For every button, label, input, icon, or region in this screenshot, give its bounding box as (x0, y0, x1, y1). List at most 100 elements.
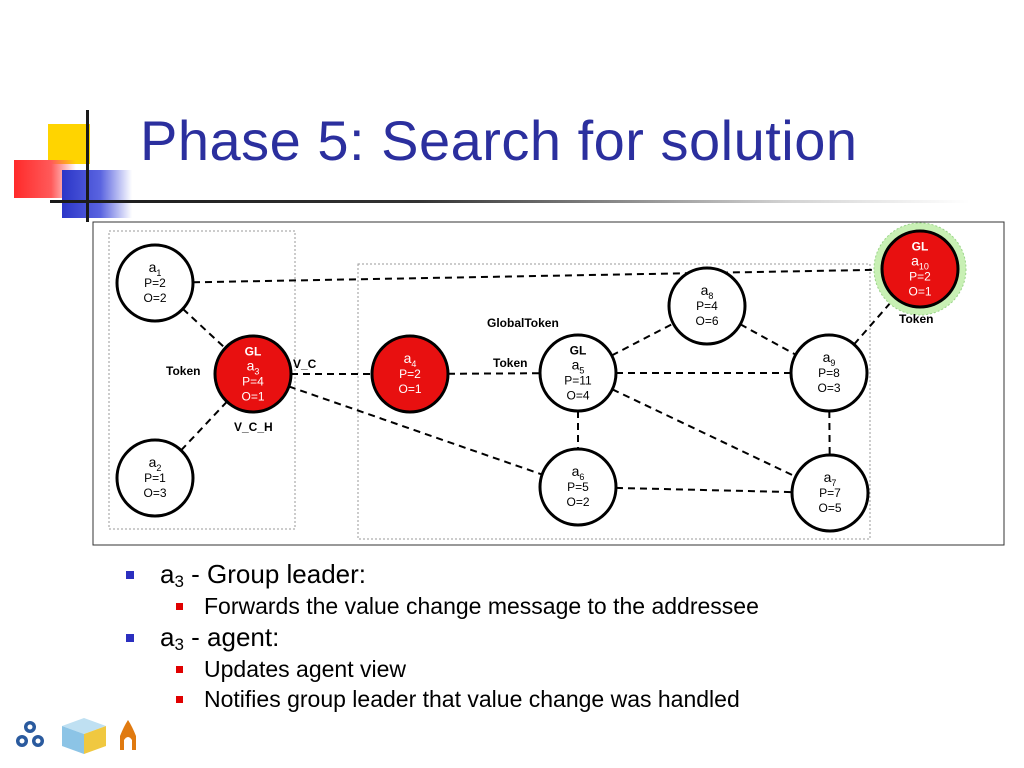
decor-blue-block (62, 170, 132, 218)
v-c-h-label: V_C_H (234, 420, 273, 434)
node-text: P=1 (144, 471, 166, 485)
node-text-line: a8 (701, 282, 714, 301)
node-text-line: a4 (404, 350, 417, 369)
node-text-line: a1 (149, 259, 162, 278)
node-text-line: P=7 (819, 486, 841, 500)
node-text-line: O=3 (817, 381, 840, 395)
node-text: a (572, 463, 580, 479)
node-text-line: O=2 (143, 291, 166, 305)
node-text-line: P=4 (696, 299, 718, 313)
node-text: O=1 (908, 285, 931, 299)
node-text-line: P=11 (564, 374, 592, 388)
node-text: a (247, 358, 255, 374)
node-text: P=2 (144, 276, 166, 290)
page-title: Phase 5: Search for solution (140, 109, 858, 172)
token-label-a3: Token (166, 364, 200, 378)
node-text-line: GL (245, 345, 262, 359)
token-label-a5: Token (493, 356, 527, 370)
edge-a3-a6 (288, 385, 543, 476)
node-text: a (149, 454, 157, 470)
node-text-line: P=2 (399, 367, 421, 381)
node-subscript: 9 (830, 358, 835, 368)
flame-logo-icon (120, 720, 136, 750)
node-text: O=4 (566, 389, 589, 403)
node-circle (115, 243, 195, 323)
edge-a4-a5 (447, 372, 541, 375)
edges-layer (180, 268, 896, 494)
bullet-prefix: a (160, 559, 175, 589)
edge-a6-a7 (615, 486, 793, 494)
node-circle (115, 438, 195, 518)
node-text: P=4 (242, 375, 264, 389)
token-label-a10: Token (899, 312, 933, 326)
footer-logos (16, 718, 136, 754)
node-a9: a9P=8O=3 (789, 333, 869, 413)
node-text-line: a2 (149, 454, 162, 473)
node-text: a (824, 469, 832, 485)
edge-a9-a10 (853, 296, 896, 346)
node-subscript: 5 (579, 366, 584, 376)
bullet-square-icon (126, 634, 134, 642)
node-subscript: 7 (831, 478, 836, 488)
node-text-line: O=5 (818, 501, 841, 515)
node-text-line: P=2 (144, 276, 166, 290)
node-text-line: O=2 (566, 495, 589, 509)
global-token-label: GlobalToken (487, 316, 559, 330)
node-text: O=6 (695, 314, 718, 328)
node-text: P=5 (567, 480, 589, 494)
bullet-item-l2: Updates agent view (118, 654, 998, 684)
bullet-prefix: a (160, 622, 175, 652)
decor-yellow-block (48, 124, 90, 164)
cube-logo-icon (62, 718, 106, 754)
node-circle (790, 453, 870, 533)
node-text: P=11 (564, 374, 592, 388)
node-text: a (572, 357, 580, 373)
bullet-subscript: 3 (174, 635, 184, 654)
node-text: GL (570, 344, 587, 358)
bullet-item-l2: Notifies group leader that value change … (118, 684, 998, 714)
node-subscript: 10 (919, 262, 929, 272)
bullet-text: Updates agent view (204, 656, 407, 682)
bullet-square-icon (176, 696, 183, 703)
node-circle (538, 333, 618, 413)
bullet-item-l1: a3 - Group leader: (118, 558, 998, 591)
bullet-square-icon (126, 571, 134, 579)
node-circle (213, 334, 293, 414)
node-subscript: 8 (708, 291, 713, 301)
node-text: O=2 (566, 495, 589, 509)
node-a6: a6P=5O=2 (538, 447, 618, 527)
edge-a8-a9 (739, 323, 797, 356)
node-text: O=1 (241, 390, 264, 404)
bullet-item-l2: Forwards the value change message to the… (118, 591, 998, 621)
edge-a1-a3 (182, 308, 226, 349)
node-a1: a1P=2O=2 (115, 243, 195, 323)
node-text-line: P=2 (909, 270, 931, 284)
bullet-text: - agent: (183, 622, 280, 652)
node-circle (370, 334, 450, 414)
node-a7: a7P=7O=5 (790, 453, 870, 533)
bullet-item-l1: a3 - agent: (118, 621, 998, 654)
node-text: a (149, 259, 157, 275)
node-circle (880, 229, 960, 309)
node-text-line: a5 (572, 357, 585, 376)
node-text: P=8 (818, 366, 840, 380)
node-text-line: GL (570, 344, 587, 358)
node-text-line: a10 (911, 253, 929, 272)
node-text-line: O=1 (908, 285, 931, 299)
decor-vertical-rule (86, 110, 89, 222)
node-text-line: O=6 (695, 314, 718, 328)
node-circle (667, 266, 747, 346)
node-subscript: 1 (156, 268, 161, 278)
node-subscript: 2 (156, 463, 161, 473)
node-text-line: GL (912, 240, 929, 254)
node-a8: a8P=4O=6 (667, 266, 747, 346)
node-text: O=5 (818, 501, 841, 515)
bullet-subscript: 3 (174, 572, 184, 591)
node-text: a (911, 253, 919, 269)
node-text: P=7 (819, 486, 841, 500)
node-text-line: P=1 (144, 471, 166, 485)
node-circle (789, 333, 869, 413)
bullet-text: Forwards the value change message to the… (204, 593, 759, 619)
node-text-line: a9 (823, 349, 836, 368)
node-text: GL (245, 345, 262, 359)
